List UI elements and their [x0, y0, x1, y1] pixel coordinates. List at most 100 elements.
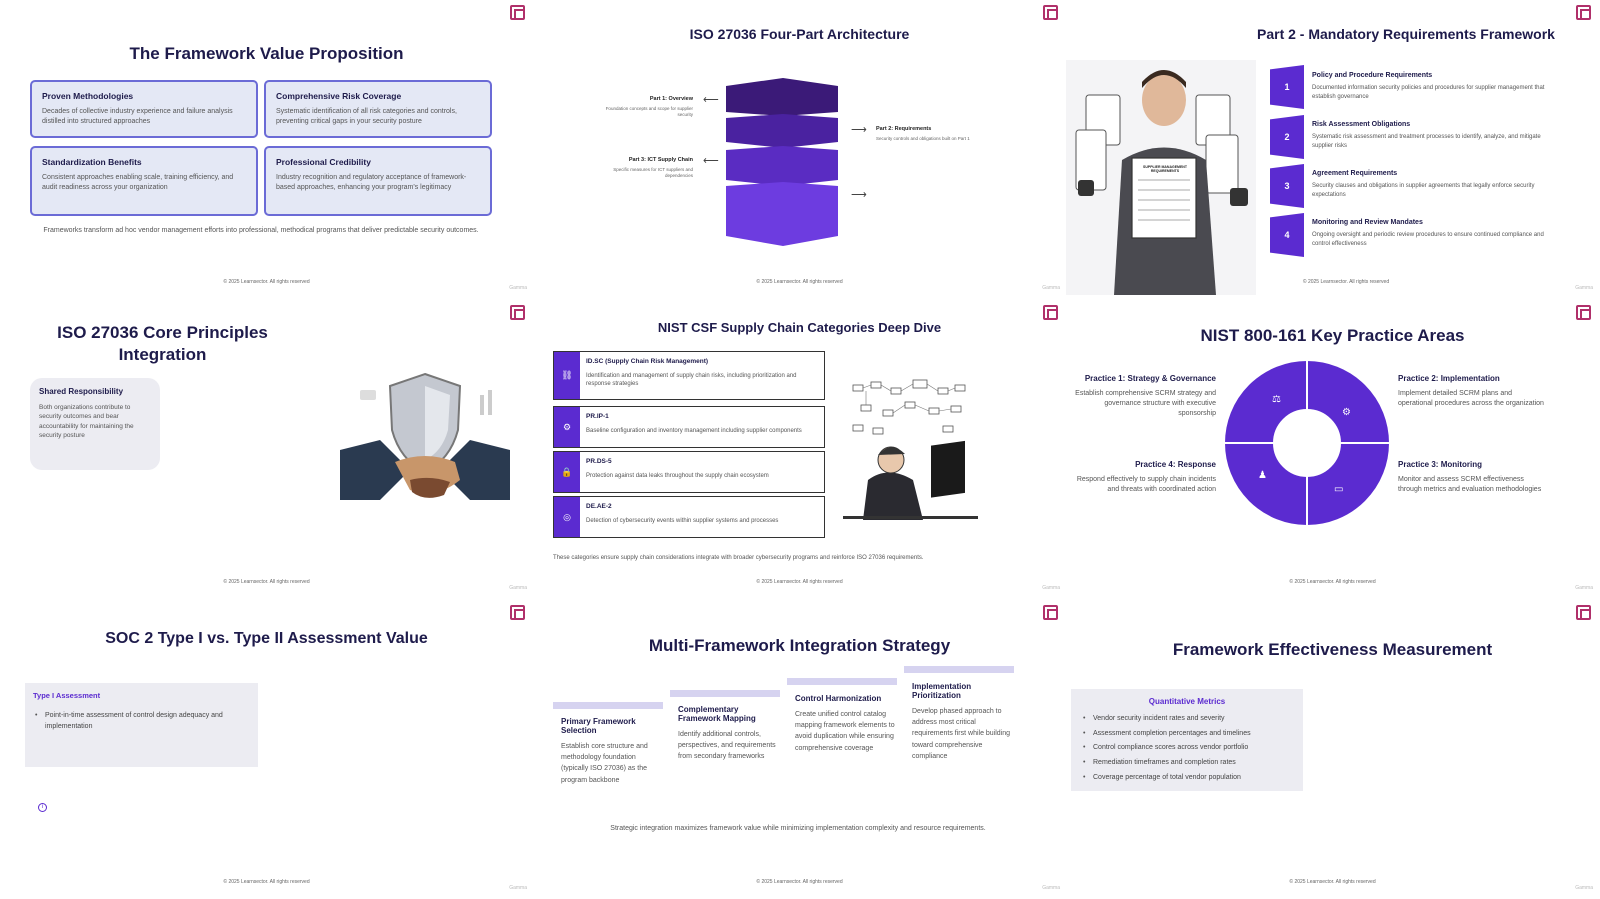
slide-title: Multi-Framework Integration Strategy: [648, 636, 951, 655]
category-body: Identification and management of supply …: [586, 373, 797, 388]
card-title: Quantitative Metrics: [1148, 697, 1226, 706]
slide-iso-architecture[interactable]: ISO 27036 Four-Part Architecture Part 1:…: [533, 0, 1066, 299]
slide-mandatory-requirements[interactable]: Part 2 - Mandatory Requirements Framewor…: [1066, 0, 1599, 299]
card-title: Comprehensive Risk Coverage: [276, 91, 402, 101]
step-title: Complementary Framework Mapping: [678, 705, 756, 723]
value-card: Comprehensive Risk Coverage Systematic i…: [264, 80, 492, 138]
brand-logo-icon: [510, 305, 525, 320]
practice-body: Implement detailed SCRM plans and operat…: [1398, 390, 1544, 408]
card-title: Type I Assessment: [33, 691, 101, 700]
step-body: Develop phased approach to address most …: [912, 708, 1011, 760]
supply-chain-icon: ⛓: [554, 352, 580, 399]
gamma-stamp: Gamma: [1575, 585, 1593, 591]
card-title: Shared Responsibility: [39, 387, 124, 396]
brand-logo-icon: [1576, 605, 1591, 620]
practice-title: Practice 3: Monitoring: [1398, 460, 1483, 469]
arrow-left-icon: ⟵: [703, 155, 719, 167]
brand-logo-icon: [510, 5, 525, 20]
slide-title: NIST CSF Supply Chain Categories Deep Di…: [657, 320, 942, 335]
arrow-left-icon: ⟵: [703, 94, 719, 106]
cube-layer-1: [726, 78, 838, 116]
requirement-body: Ongoing oversight and periodic review pr…: [1312, 232, 1544, 247]
brand-logo-icon: [1043, 5, 1058, 20]
slide-multi-framework[interactable]: Multi-Framework Integration Strategy Pri…: [533, 600, 1066, 899]
practice-item: Practice 2: Implementation Implement det…: [1398, 374, 1548, 409]
slide-title: SOC 2 Type I vs. Type II Assessment Valu…: [105, 630, 428, 647]
gamma-stamp: Gamma: [509, 585, 527, 591]
brand-logo-icon: [1043, 605, 1058, 620]
principle-card: Shared Responsibility Both organizations…: [30, 378, 160, 470]
nist-category-row: 🔒 PR.DS-5 Protection against data leaks …: [553, 451, 825, 493]
category-body: Protection against data leaks throughout…: [586, 473, 769, 479]
footer-copyright: © 2025 Learnsector. All rights reserved: [223, 879, 310, 885]
step-body: Identify additional controls, perspectiv…: [678, 731, 776, 761]
businessman-illustration: [1066, 60, 1256, 295]
category-code: PR.DS-5: [586, 458, 612, 465]
step-body: Create unified control catalog mapping f…: [795, 711, 895, 752]
config-icon: ⚙: [554, 407, 580, 447]
document-title: SUPPLIER MANAGEMENT REQUIREMENTS: [1143, 165, 1187, 173]
gamma-stamp: Gamma: [1575, 285, 1593, 291]
slide-effectiveness[interactable]: Framework Effectiveness Measurement Quan…: [1066, 600, 1599, 899]
slide-summary: Strategic integration maximizes framewor…: [610, 825, 986, 832]
value-card: Professional Credibility Industry recogn…: [264, 146, 492, 216]
requirement-title: Agreement Requirements: [1312, 170, 1398, 177]
practice-item: Practice 4: Response Respond effectively…: [1072, 460, 1216, 495]
gamma-stamp: Gamma: [509, 885, 527, 891]
requirement-title: Policy and Procedure Requirements: [1312, 72, 1433, 79]
brand-logo-icon: [1576, 305, 1591, 320]
gamma-stamp: Gamma: [1575, 885, 1593, 891]
requirement-item: Risk Assessment Obligations Systematic r…: [1312, 121, 1552, 150]
assessment-card: Type I Assessment Point-in-time assessme…: [25, 683, 258, 767]
category-body: Baseline configuration and inventory man…: [586, 428, 802, 434]
category-code: ID.SC (Supply Chain Risk Management): [586, 358, 709, 365]
slide-title: Framework Effectiveness Measurement: [1172, 640, 1493, 659]
strategy-step: Control Harmonization Create unified con…: [795, 694, 895, 754]
info-icon[interactable]: i: [38, 803, 47, 812]
lock-icon: 🔒: [554, 452, 580, 492]
requirement-title: Monitoring and Review Mandates: [1312, 219, 1423, 226]
analyst-illustration: [843, 379, 978, 520]
slide-soc2[interactable]: SOC 2 Type I vs. Type II Assessment Valu…: [0, 600, 533, 899]
slide-nist-800-161[interactable]: NIST 800-161 Key Practice Areas ⚖ ⚙ ▭ ♟ …: [1066, 300, 1599, 599]
step-title: Implementation Prioritization: [912, 682, 972, 700]
step-bar: [670, 690, 780, 697]
requirement-body: Security clauses and obligations in supp…: [1312, 183, 1535, 198]
category-body: Detection of cybersecurity events within…: [586, 518, 779, 524]
card-body: Decades of collective industry experienc…: [42, 108, 233, 126]
list-item: Remediation timeframes and completion ra…: [1081, 756, 1293, 771]
slide-title: ISO 27036 Four-Part Architecture: [689, 26, 910, 42]
card-body: Consistent approaches enabling scale, tr…: [42, 174, 234, 192]
practice-item: Practice 3: Monitoring Monitor and asses…: [1398, 460, 1548, 495]
svg-text:⚙: ⚙: [1342, 407, 1351, 418]
value-card: Standardization Benefits Consistent appr…: [30, 146, 258, 216]
card-body: Systematic identification of all risk ca…: [276, 108, 457, 126]
practice-title: Practice 2: Implementation: [1398, 374, 1500, 383]
slide-framework-value[interactable]: The Framework Value Proposition Proven M…: [0, 0, 533, 299]
strategy-step: Complementary Framework Mapping Identify…: [678, 705, 778, 763]
metrics-card: Quantitative Metrics Vendor security inc…: [1071, 689, 1303, 791]
slide-title: NIST 800-161 Key Practice Areas: [1200, 326, 1465, 345]
card-title: Proven Methodologies: [42, 91, 134, 101]
cube-layer-2: [726, 114, 838, 148]
step-bar: [553, 702, 663, 709]
slide-core-principles[interactable]: ISO 27036 Core Principles Integration Sh…: [0, 300, 533, 599]
svg-text:♟: ♟: [1258, 470, 1267, 481]
slide-title: ISO 27036 Core Principles Integration: [57, 323, 268, 365]
svg-text:⚖: ⚖: [1272, 394, 1281, 405]
footer-copyright: © 2025 Learnsector. All rights reserved: [1289, 879, 1376, 885]
footer-copyright: © 2025 Learnsector. All rights reserved: [756, 579, 843, 585]
practice-item: Practice 1: Strategy & Governance Establ…: [1072, 374, 1216, 419]
card-title: Standardization Benefits: [42, 157, 142, 167]
nist-category-row: ⛓ ID.SC (Supply Chain Risk Management) I…: [553, 351, 825, 400]
list-item: Vendor security incident rates and sever…: [1081, 712, 1293, 727]
step-bar: [904, 666, 1014, 673]
strategy-step: Primary Framework Selection Establish co…: [561, 717, 656, 786]
cube-layer-4: [726, 182, 838, 246]
detection-icon: ◎: [554, 497, 580, 537]
practice-body: Monitor and assess SCRM effectiveness th…: [1398, 476, 1542, 494]
slide-nist-csf[interactable]: NIST CSF Supply Chain Categories Deep Di…: [533, 300, 1066, 599]
step-number-2: 2: [1270, 115, 1304, 159]
footer-copyright: © 2025 Learnsector. All rights reserved: [1289, 579, 1376, 585]
